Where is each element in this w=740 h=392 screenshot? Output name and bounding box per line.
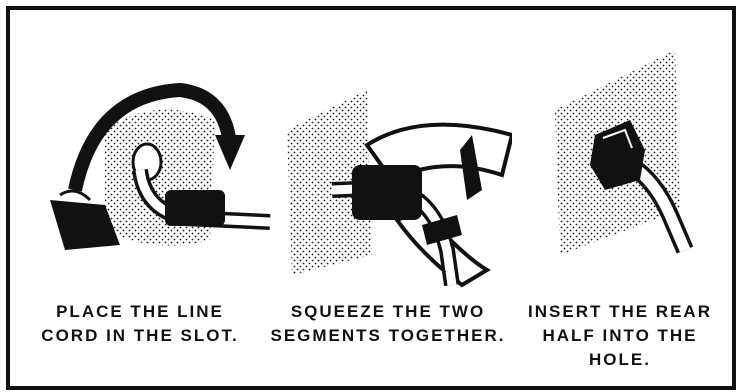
step-1-caption-line-2: CORD IN THE SLOT.	[20, 324, 260, 348]
arrow-head	[215, 135, 245, 170]
step-2-illustration	[272, 40, 512, 290]
connector-segment	[165, 190, 225, 226]
step-1-illustration	[35, 40, 275, 290]
step-3-caption: INSERT THE REAR HALF INTO THE HOLE.	[500, 300, 740, 372]
step-3-caption-line-2: HALF INTO THE	[500, 324, 740, 348]
step-2-caption-line-2: SEGMENTS TOGETHER.	[268, 324, 508, 348]
step-1-caption: PLACE THE LINE CORD IN THE SLOT.	[20, 300, 260, 348]
step-3-caption-line-3: HOLE.	[500, 348, 740, 372]
step-1-caption-line-1: PLACE THE LINE	[20, 300, 260, 324]
step-2-caption: SQUEEZE THE TWO SEGMENTS TOGETHER.	[268, 300, 508, 348]
connector-segments	[352, 165, 422, 220]
step-3-caption-line-1: INSERT THE REAR	[500, 300, 740, 324]
step-2-caption-line-1: SQUEEZE THE TWO	[268, 300, 508, 324]
instruction-frame: PLACE THE LINE CORD IN THE SLOT. SQUEEZE…	[6, 6, 736, 390]
step-3-illustration	[500, 40, 740, 290]
